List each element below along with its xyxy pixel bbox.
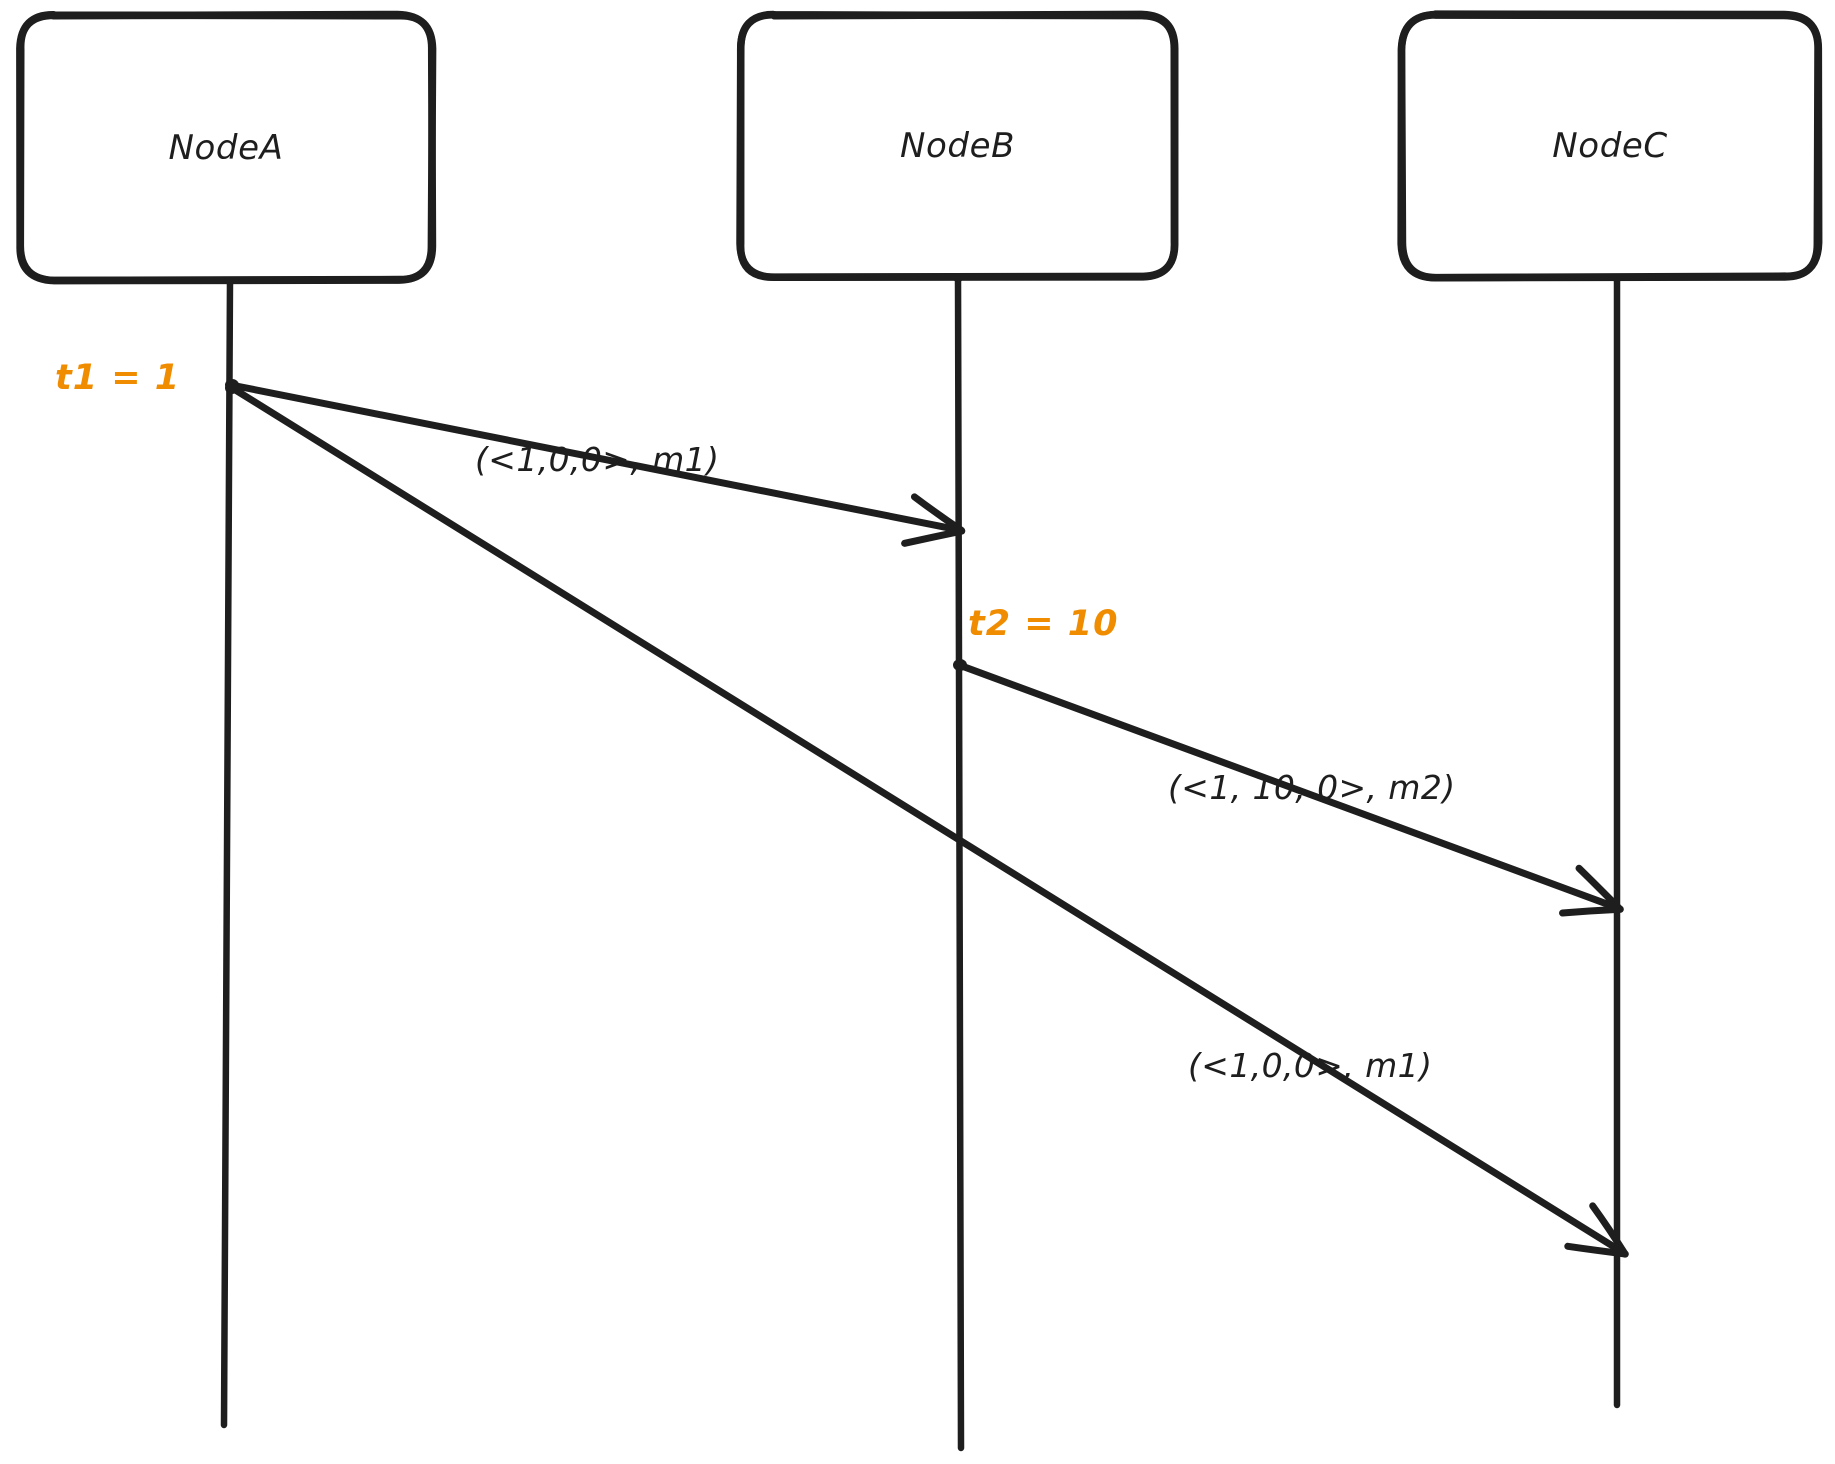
message-label-m2-b-to-c: (<1, 10, 0>, m2) [1168, 768, 1456, 807]
message-arrows-group [225, 379, 1629, 1258]
message-label-m1-a-to-c: (<1,0,0>, m1) [1188, 1046, 1433, 1085]
timestamp-label-t2: t2 = 10 [968, 604, 1119, 644]
lifeline-nodeA [220, 276, 235, 1429]
message-arrow-m1-a-to-c[interactable] [225, 382, 1629, 1258]
participant-label-nodeA: NodeA [168, 127, 284, 168]
timestamp-label-t1: t1 = 1 [55, 358, 181, 398]
message-label-m1-a-to-b: (<1,0,0>, m1) [475, 440, 720, 479]
participant-box-nodeC[interactable] [1397, 10, 1823, 282]
message-arrow-m1-a-to-b[interactable] [225, 379, 966, 547]
participant-label-nodeC: NodeC [1552, 126, 1668, 166]
lifeline-nodeB [953, 273, 965, 1452]
participant-boxes-group [16, 10, 1823, 285]
message-arrow-m2-b-to-c[interactable] [953, 659, 1624, 917]
participant-label-nodeB: NodeB [899, 126, 1016, 166]
lifelines-group [220, 273, 1622, 1452]
